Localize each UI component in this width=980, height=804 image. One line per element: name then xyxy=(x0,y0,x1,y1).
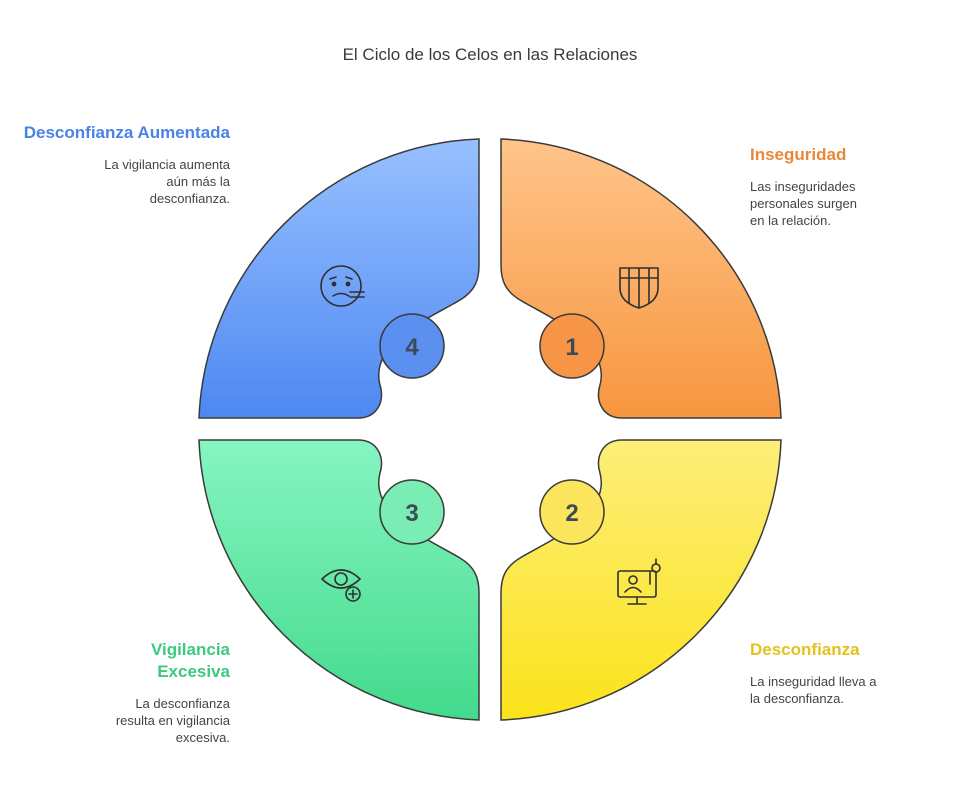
shield-icon xyxy=(619,267,659,309)
step-badge-4: 4 xyxy=(379,313,445,379)
monitor-user-icon xyxy=(617,558,661,605)
step-3-description: La desconfianza resulta en vigilancia ex… xyxy=(115,696,230,745)
step-2-description: La inseguridad lleva a la desconfianza. xyxy=(750,674,877,706)
step-badge-2: 2 xyxy=(539,479,605,545)
step-3-label: Vigilancia Excesiva La desconfianza resu… xyxy=(0,639,230,746)
suspicious-face-icon xyxy=(320,265,365,307)
step-number-2: 2 xyxy=(565,500,578,527)
step-1-heading: Inseguridad xyxy=(750,145,847,164)
eye-plus-icon xyxy=(320,569,362,602)
step-3-heading: Vigilancia Excesiva xyxy=(150,640,230,681)
step-badge-3: 3 xyxy=(379,479,445,545)
step-4-description: La vigilancia aumenta aún más la desconf… xyxy=(104,157,230,206)
segment-4 xyxy=(198,138,480,419)
step-badge-1: 1 xyxy=(539,313,605,379)
step-number-3: 3 xyxy=(405,500,418,527)
step-2-heading: Desconfianza xyxy=(750,640,860,659)
step-number-4: 4 xyxy=(405,334,419,361)
diagram-title: El Ciclo de los Celos en las Relaciones xyxy=(342,45,638,64)
step-number-1: 1 xyxy=(565,334,578,361)
segment-3 xyxy=(198,439,480,721)
segment-2 xyxy=(500,439,782,721)
step-1-description: Las inseguridades personales surgen en l… xyxy=(750,179,857,228)
step-1-label: Inseguridad Las inseguridades personales… xyxy=(750,144,980,229)
step-4-heading: Desconfianza Aumentada xyxy=(23,123,230,142)
step-2-label: Desconfianza La inseguridad lleva a la d… xyxy=(750,639,980,707)
step-4-label: Desconfianza Aumentada La vigilancia aum… xyxy=(0,122,230,207)
